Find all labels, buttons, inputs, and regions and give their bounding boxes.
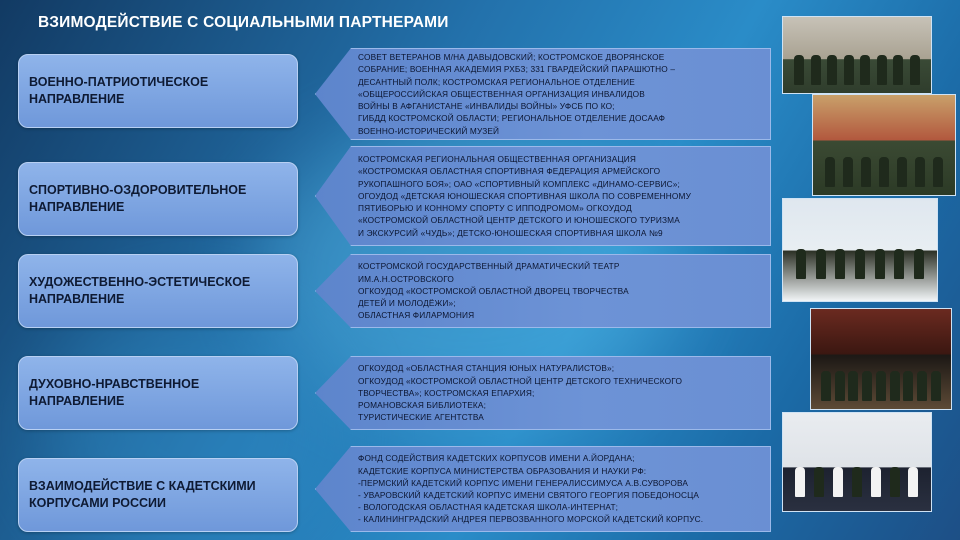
partners-text: СОВЕТ ВЕТЕРАНОВ М/НА ДАВЫДОВСКИЙ; КОСТРО…	[358, 52, 676, 136]
direction-label: СПОРТИВНО-ОЗДОРОВИТЕЛЬНОЕ НАПРАВЛЕНИЕ	[29, 183, 247, 214]
photo-cadets-stage	[810, 308, 952, 410]
photo-cadets-awards	[782, 412, 932, 512]
direction-label: ХУДОЖЕСТВЕННО-ЭСТЕТИЧЕСКОЕ НАПРАВЛЕНИЕ	[29, 275, 251, 306]
direction-box-spiritual: ДУХОВНО-НРАВСТВЕННОЕ НАПРАВЛЕНИЕ	[18, 356, 298, 430]
partners-text: ФОНД СОДЕЙСТВИЯ КАДЕТСКИХ КОРПУСОВ ИМЕНИ…	[358, 453, 704, 525]
photo-memorial-winter	[782, 198, 938, 302]
direction-label: ВОЕННО-ПАТРИОТИЧЕСКОЕ НАПРАВЛЕНИЕ	[29, 75, 209, 106]
partners-arrow-sport: КОСТРОМСКАЯ РЕГИОНАЛЬНАЯ ОБЩЕСТВЕННАЯ ОР…	[315, 146, 771, 246]
partners-text: ОГКОУДОД «ОБЛАСТНАЯ СТАНЦИЯ ЮНЫХ НАТУРАЛ…	[358, 363, 683, 423]
partners-arrow-cadets: ФОНД СОДЕЙСТВИЯ КАДЕТСКИХ КОРПУСОВ ИМЕНИ…	[315, 446, 771, 532]
direction-box-military: ВОЕННО-ПАТРИОТИЧЕСКОЕ НАПРАВЛЕНИЕ	[18, 54, 298, 128]
direction-box-cadets: ВЗАИМОДЕЙСТВИЕ С КАДЕТСКИМИ КОРПУСАМИ РО…	[18, 458, 298, 532]
partners-text: КОСТРОМСКОЙ ГОСУДАРСТВЕННЫЙ ДРАМАТИЧЕСКИ…	[358, 261, 629, 321]
partners-arrow-military: СОВЕТ ВЕТЕРАНОВ М/НА ДАВЫДОВСКИЙ; КОСТРО…	[315, 48, 771, 140]
slide-title: ВЗИМОДЕЙСТВИЕ С СОЦИАЛЬНЫМИ ПАРТНЕРАМИ	[38, 14, 449, 31]
partners-arrow-art: КОСТРОМСКОЙ ГОСУДАРСТВЕННЫЙ ДРАМАТИЧЕСКИ…	[315, 254, 771, 328]
direction-box-sport: СПОРТИВНО-ОЗДОРОВИТЕЛЬНОЕ НАПРАВЛЕНИЕ	[18, 162, 298, 236]
direction-label: ВЗАИМОДЕЙСТВИЕ С КАДЕТСКИМИ КОРПУСАМИ РО…	[29, 479, 256, 510]
photo-cadets-indoor	[812, 94, 956, 196]
direction-box-art: ХУДОЖЕСТВЕННО-ЭСТЕТИЧЕСКОЕ НАПРАВЛЕНИЕ	[18, 254, 298, 328]
photo-veterans-group	[782, 16, 932, 94]
partners-arrow-spiritual: ОГКОУДОД «ОБЛАСТНАЯ СТАНЦИЯ ЮНЫХ НАТУРАЛ…	[315, 356, 771, 430]
partners-text: КОСТРОМСКАЯ РЕГИОНАЛЬНАЯ ОБЩЕСТВЕННАЯ ОР…	[358, 154, 692, 238]
direction-label: ДУХОВНО-НРАВСТВЕННОЕ НАПРАВЛЕНИЕ	[29, 377, 200, 408]
